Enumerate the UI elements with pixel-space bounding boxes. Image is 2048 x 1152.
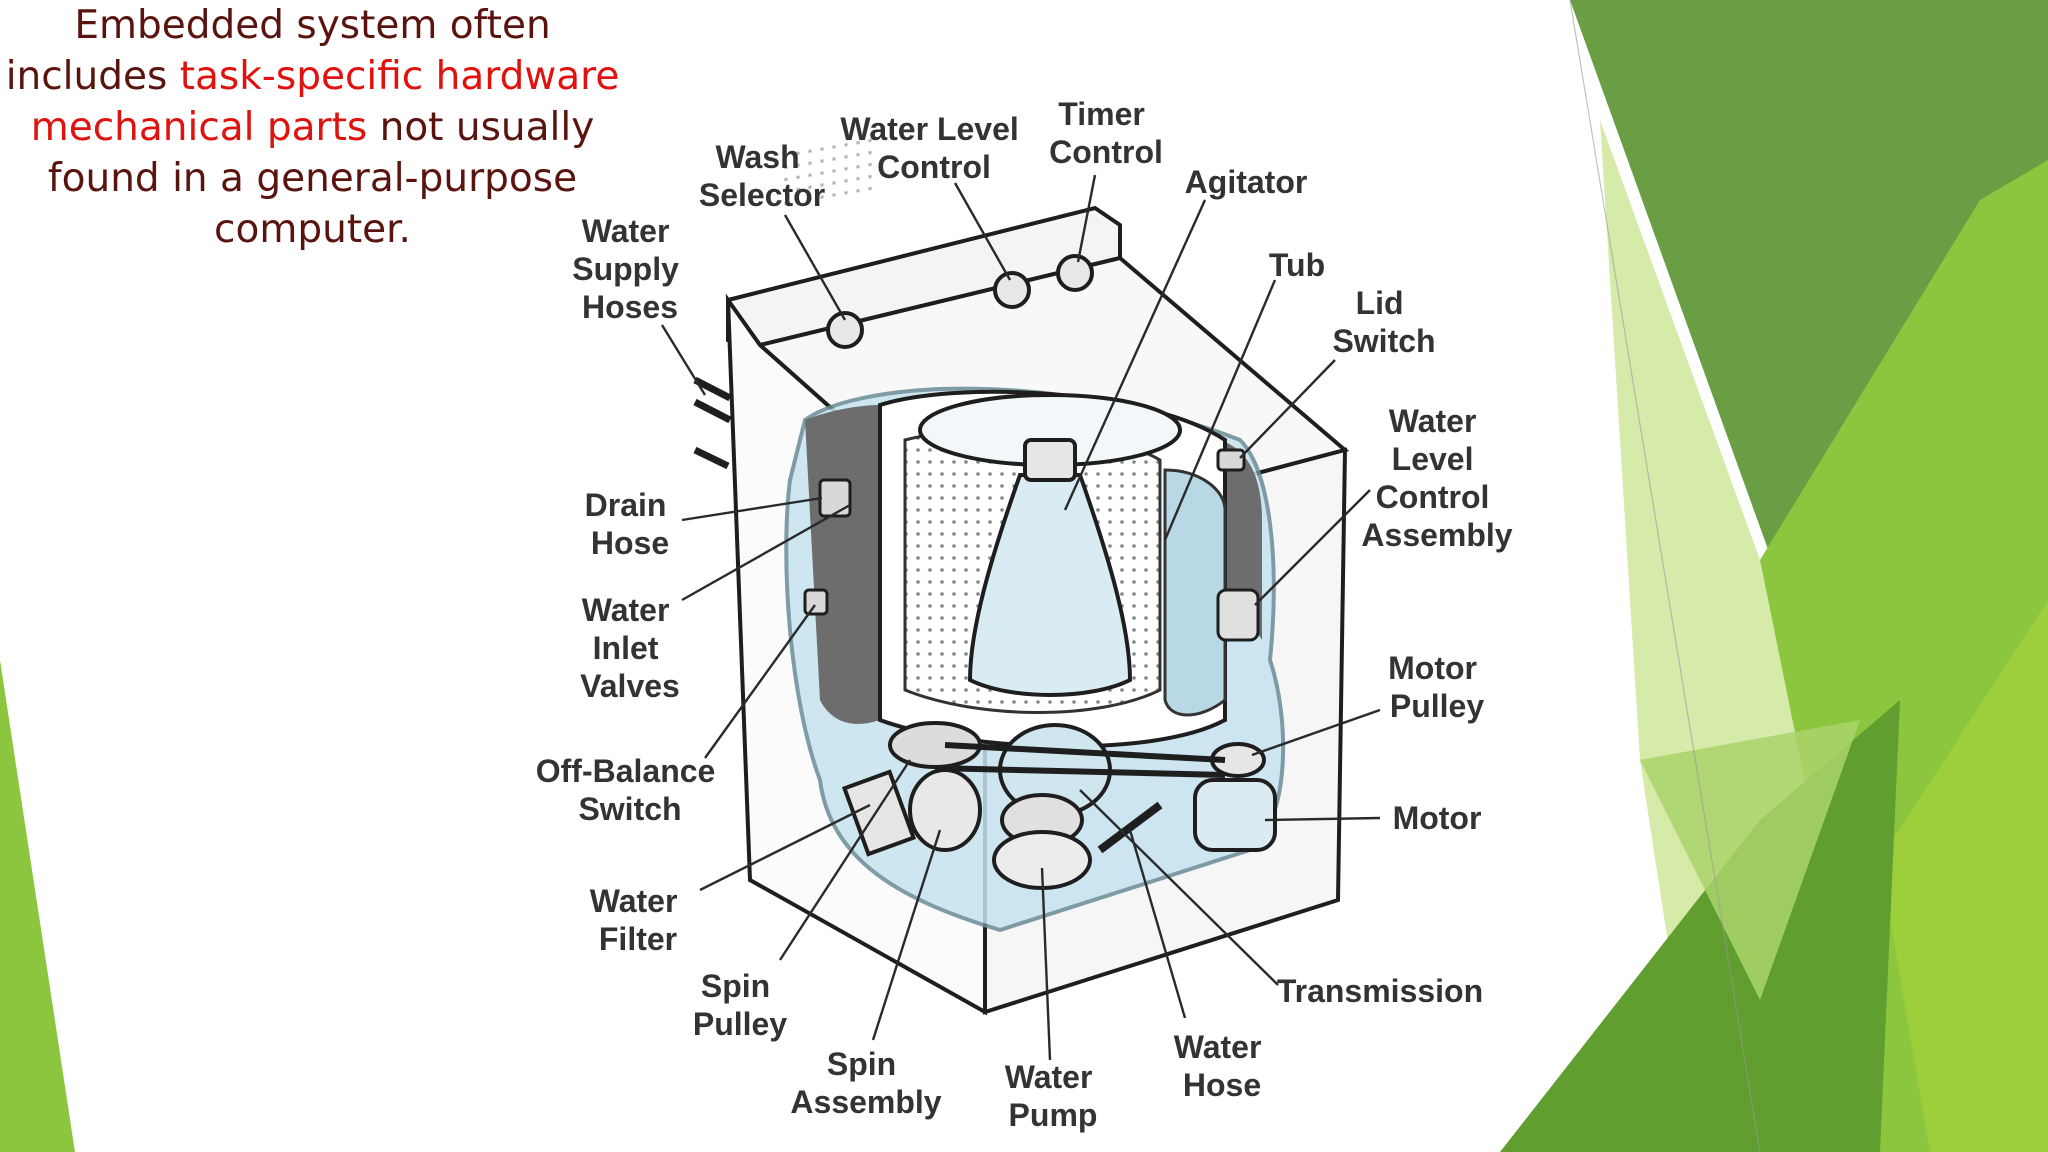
leader-off-balance-switch xyxy=(704,604,816,759)
motor-part xyxy=(1193,778,1277,852)
drive-belt-top xyxy=(944,742,1226,763)
drive-belt-bottom xyxy=(934,765,1226,778)
label-spin-pulley: Spin Pulley xyxy=(693,968,787,1042)
green-shape-left xyxy=(0,660,75,1152)
leader-wash-selector xyxy=(783,214,847,321)
caption-line-2-highlight: task-specific hardware xyxy=(179,54,620,99)
leader-lines xyxy=(660,174,1381,1061)
inlet-valve-part xyxy=(818,478,852,518)
leader-water-supply-hoses xyxy=(660,324,707,396)
panel-vent xyxy=(780,134,880,213)
leader-water-level-assembly xyxy=(1254,489,1371,606)
leader-lid-switch xyxy=(1239,359,1336,459)
agitator-body xyxy=(967,473,1133,697)
leader-spin-assembly xyxy=(871,829,942,1041)
caption-line-2-prefix: includes xyxy=(5,54,180,99)
leader-water-pump xyxy=(1040,867,1052,1061)
label-drain-hose: Drain Hose xyxy=(585,487,676,561)
caption-line-4: found in a general-purpose xyxy=(47,156,578,201)
caption-line-3-suffix: not usually xyxy=(367,105,595,150)
label-motor: Motor xyxy=(1393,800,1482,836)
leader-drain-hose xyxy=(681,496,823,522)
leader-water-filter xyxy=(699,803,871,892)
label-water-filter: Water Filter xyxy=(590,883,687,957)
supply-hose-2 xyxy=(693,398,732,424)
tub-side-panel xyxy=(1163,468,1227,717)
leader-spin-pulley xyxy=(778,759,912,961)
label-water-supply-hoses: Water Supply Hoses xyxy=(572,213,688,325)
label-transmission: Transmission xyxy=(1277,973,1483,1009)
water-level-assembly-part xyxy=(1216,588,1260,642)
agitator-cap xyxy=(1023,438,1077,482)
leader-water-level-control xyxy=(953,182,1012,281)
leader-motor-pulley xyxy=(1251,708,1381,757)
leader-water-hose xyxy=(1128,829,1187,1019)
label-lid-switch: Lid Switch xyxy=(1332,285,1435,359)
label-agitator: Agitator xyxy=(1185,164,1308,200)
off-balance-switch-part xyxy=(803,588,829,616)
caption-line-3-highlight: mechanical parts xyxy=(30,105,368,150)
label-spin-assembly: Spin Assembly xyxy=(790,1046,941,1120)
caption-line-1: Embedded system often xyxy=(74,3,551,48)
leader-timer-control xyxy=(1076,174,1097,263)
green-shape-right-bright xyxy=(1880,600,2048,1152)
green-shape-bottom-light xyxy=(1640,720,1860,1000)
timer-knob xyxy=(1056,254,1094,292)
water-level-knob xyxy=(993,271,1031,309)
caption-line-5: computer. xyxy=(214,207,411,252)
leader-transmission xyxy=(1079,789,1279,986)
supply-hose-1 xyxy=(693,376,732,402)
leader-agitator xyxy=(1063,199,1207,511)
label-off-balance-switch: Off-Balance Switch xyxy=(536,753,724,827)
leader-motor xyxy=(1264,816,1381,822)
label-water-inlet-valves: Water Inlet Valves xyxy=(580,592,680,704)
part-labels: Wash Selector Water Level Control Timer … xyxy=(536,96,1513,1133)
controls xyxy=(693,254,1260,642)
label-motor-pulley: Motor Pulley xyxy=(1388,650,1486,724)
lid-switch-part xyxy=(1216,448,1246,472)
caption-text: Embedded system often includes task-spec… xyxy=(0,0,625,255)
label-water-level-control: Water Level Control xyxy=(840,111,1027,185)
label-tub: Tub xyxy=(1269,247,1325,283)
label-water-level-control-assembly: Water Level Control Assembly xyxy=(1361,403,1512,553)
green-guide-line xyxy=(1569,0,1761,1152)
water-hose-part xyxy=(1097,801,1163,854)
label-water-hose: Water Hose xyxy=(1174,1029,1271,1103)
leader-water-inlet-valves xyxy=(681,503,851,602)
drain-hose-part xyxy=(693,446,730,470)
label-wash-selector: Wash Selector xyxy=(699,139,825,213)
spin-assembly-part xyxy=(908,768,982,852)
wash-selector-knob xyxy=(826,311,864,349)
label-water-pump: Water Pump xyxy=(1005,1059,1102,1133)
label-timer-control: Timer Control xyxy=(1049,96,1163,170)
leader-tub xyxy=(1163,279,1277,541)
